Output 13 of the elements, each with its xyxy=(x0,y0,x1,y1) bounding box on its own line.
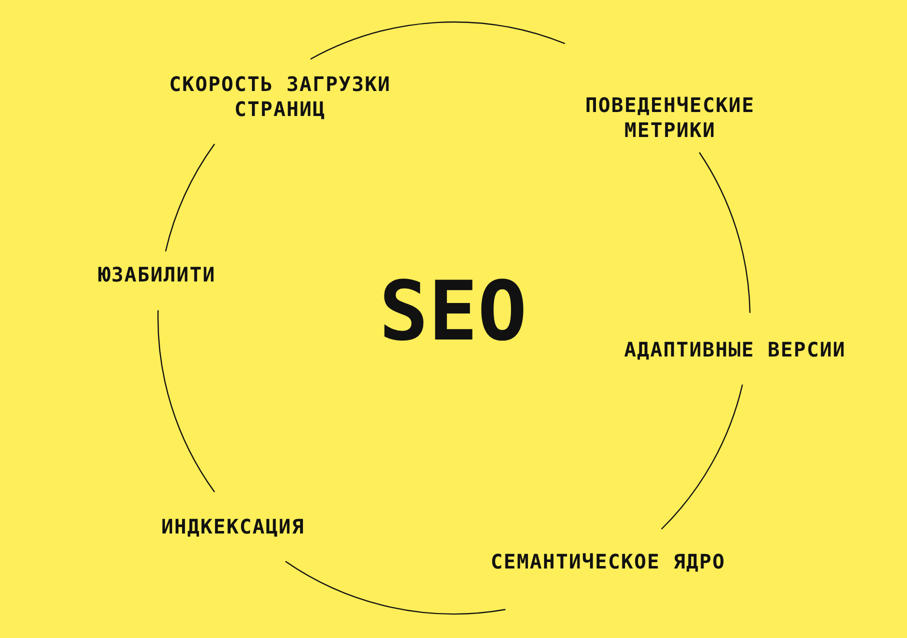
node-label: АДАПТИВНЫЕ ВЕРСИИ xyxy=(595,338,875,362)
node-label: СЕМАНТИЧЕСКОЕ ЯДРО xyxy=(458,550,758,574)
arc-line xyxy=(165,144,216,252)
arc-line xyxy=(158,310,216,492)
node-label: ИНДКЕКСАЦИЯ xyxy=(123,514,343,540)
arc-line xyxy=(698,152,751,313)
node-label: СКОРОСТЬ ЗАГРУЗКИ СТРАНИЦ xyxy=(150,72,410,122)
node-label: ПОВЕДЕНЧЕСКИЕ МЕТРИКИ xyxy=(560,93,780,143)
node-label: ЮЗАБИЛИТИ xyxy=(67,262,247,288)
arc-line xyxy=(661,384,743,530)
arc-line xyxy=(310,21,566,60)
arc-line xyxy=(285,560,506,614)
center-label: SEO xyxy=(378,264,528,360)
